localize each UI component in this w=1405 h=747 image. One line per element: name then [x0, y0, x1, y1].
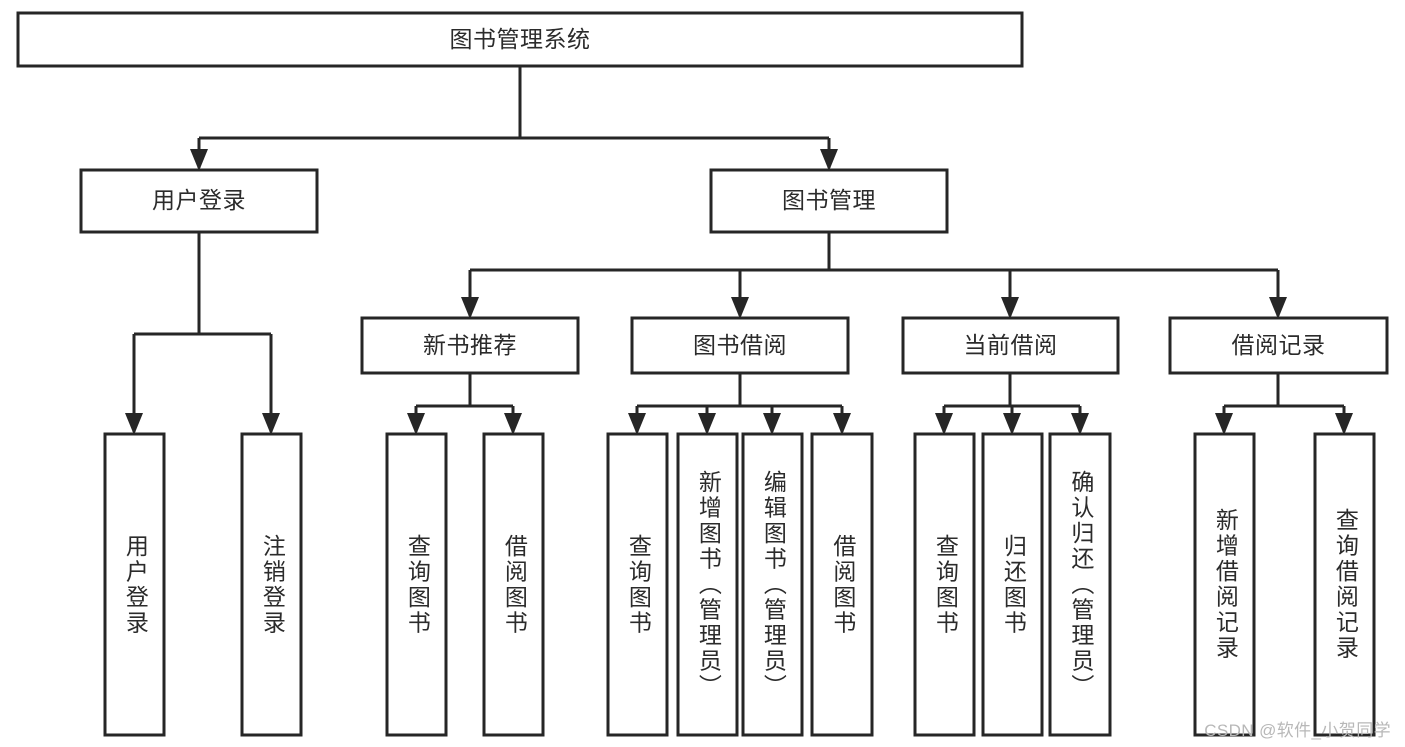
connector-group — [461, 232, 1287, 319]
node-box-book-manage[interactable] — [709, 168, 949, 234]
arrow-head-icon — [1003, 413, 1021, 435]
arrow-head-icon — [820, 149, 838, 171]
arrow-head-icon — [190, 149, 208, 171]
node-box-leaf-add-book-admin[interactable] — [676, 432, 739, 737]
arrow-head-icon — [1001, 297, 1019, 319]
connector-group — [407, 373, 522, 435]
arrow-head-icon — [731, 297, 749, 319]
node-box-borrow-record[interactable] — [1168, 316, 1389, 375]
arrow-head-icon — [935, 413, 953, 435]
arrow-head-icon — [763, 413, 781, 435]
arrow-head-icon — [262, 413, 280, 435]
node-box-leaf-edit-book-admin[interactable] — [741, 432, 804, 737]
node-box-new-book-recommend[interactable] — [360, 316, 580, 375]
arrow-head-icon — [628, 413, 646, 435]
connector-group — [190, 66, 838, 171]
node-box-book-borrow[interactable] — [630, 316, 850, 375]
node-box-leaf-query-book-borrow[interactable] — [606, 432, 669, 737]
node-box-leaf-borrow-book[interactable] — [810, 432, 874, 737]
arrow-head-icon — [407, 413, 425, 435]
arrow-head-icon — [698, 413, 716, 435]
connector-group — [1215, 373, 1353, 435]
node-box-leaf-confirm-return-admin[interactable] — [1048, 432, 1112, 737]
connector-group — [935, 373, 1089, 435]
arrow-head-icon — [461, 297, 479, 319]
node-box-leaf-borrow-book-recommend[interactable] — [482, 432, 545, 737]
watermark-text: CSDN @软件_小贺同学 — [1204, 721, 1391, 740]
node-box-leaf-user-login[interactable] — [103, 432, 166, 737]
arrow-head-icon — [1269, 297, 1287, 319]
node-box-leaf-query-borrow-record[interactable] — [1313, 432, 1376, 737]
arrow-head-icon — [1215, 413, 1233, 435]
arrow-head-icon — [1071, 413, 1089, 435]
arrow-head-icon — [1335, 413, 1353, 435]
arrow-head-icon — [125, 413, 143, 435]
arrow-head-icon — [833, 413, 851, 435]
node-box-leaf-logout-login[interactable] — [240, 432, 303, 737]
connector-group — [125, 232, 280, 435]
node-box-leaf-query-book-current[interactable] — [913, 432, 976, 737]
node-box-leaf-add-borrow-record[interactable] — [1193, 432, 1256, 737]
node-box-leaf-return-book[interactable] — [981, 432, 1044, 737]
node-box-leaf-query-book-recommend[interactable] — [385, 432, 448, 737]
connector-group — [628, 373, 851, 435]
node-box-user-login[interactable] — [79, 168, 319, 234]
arrow-head-icon — [504, 413, 522, 435]
node-box-root[interactable] — [16, 11, 1024, 68]
node-box-current-borrow[interactable] — [901, 316, 1120, 375]
